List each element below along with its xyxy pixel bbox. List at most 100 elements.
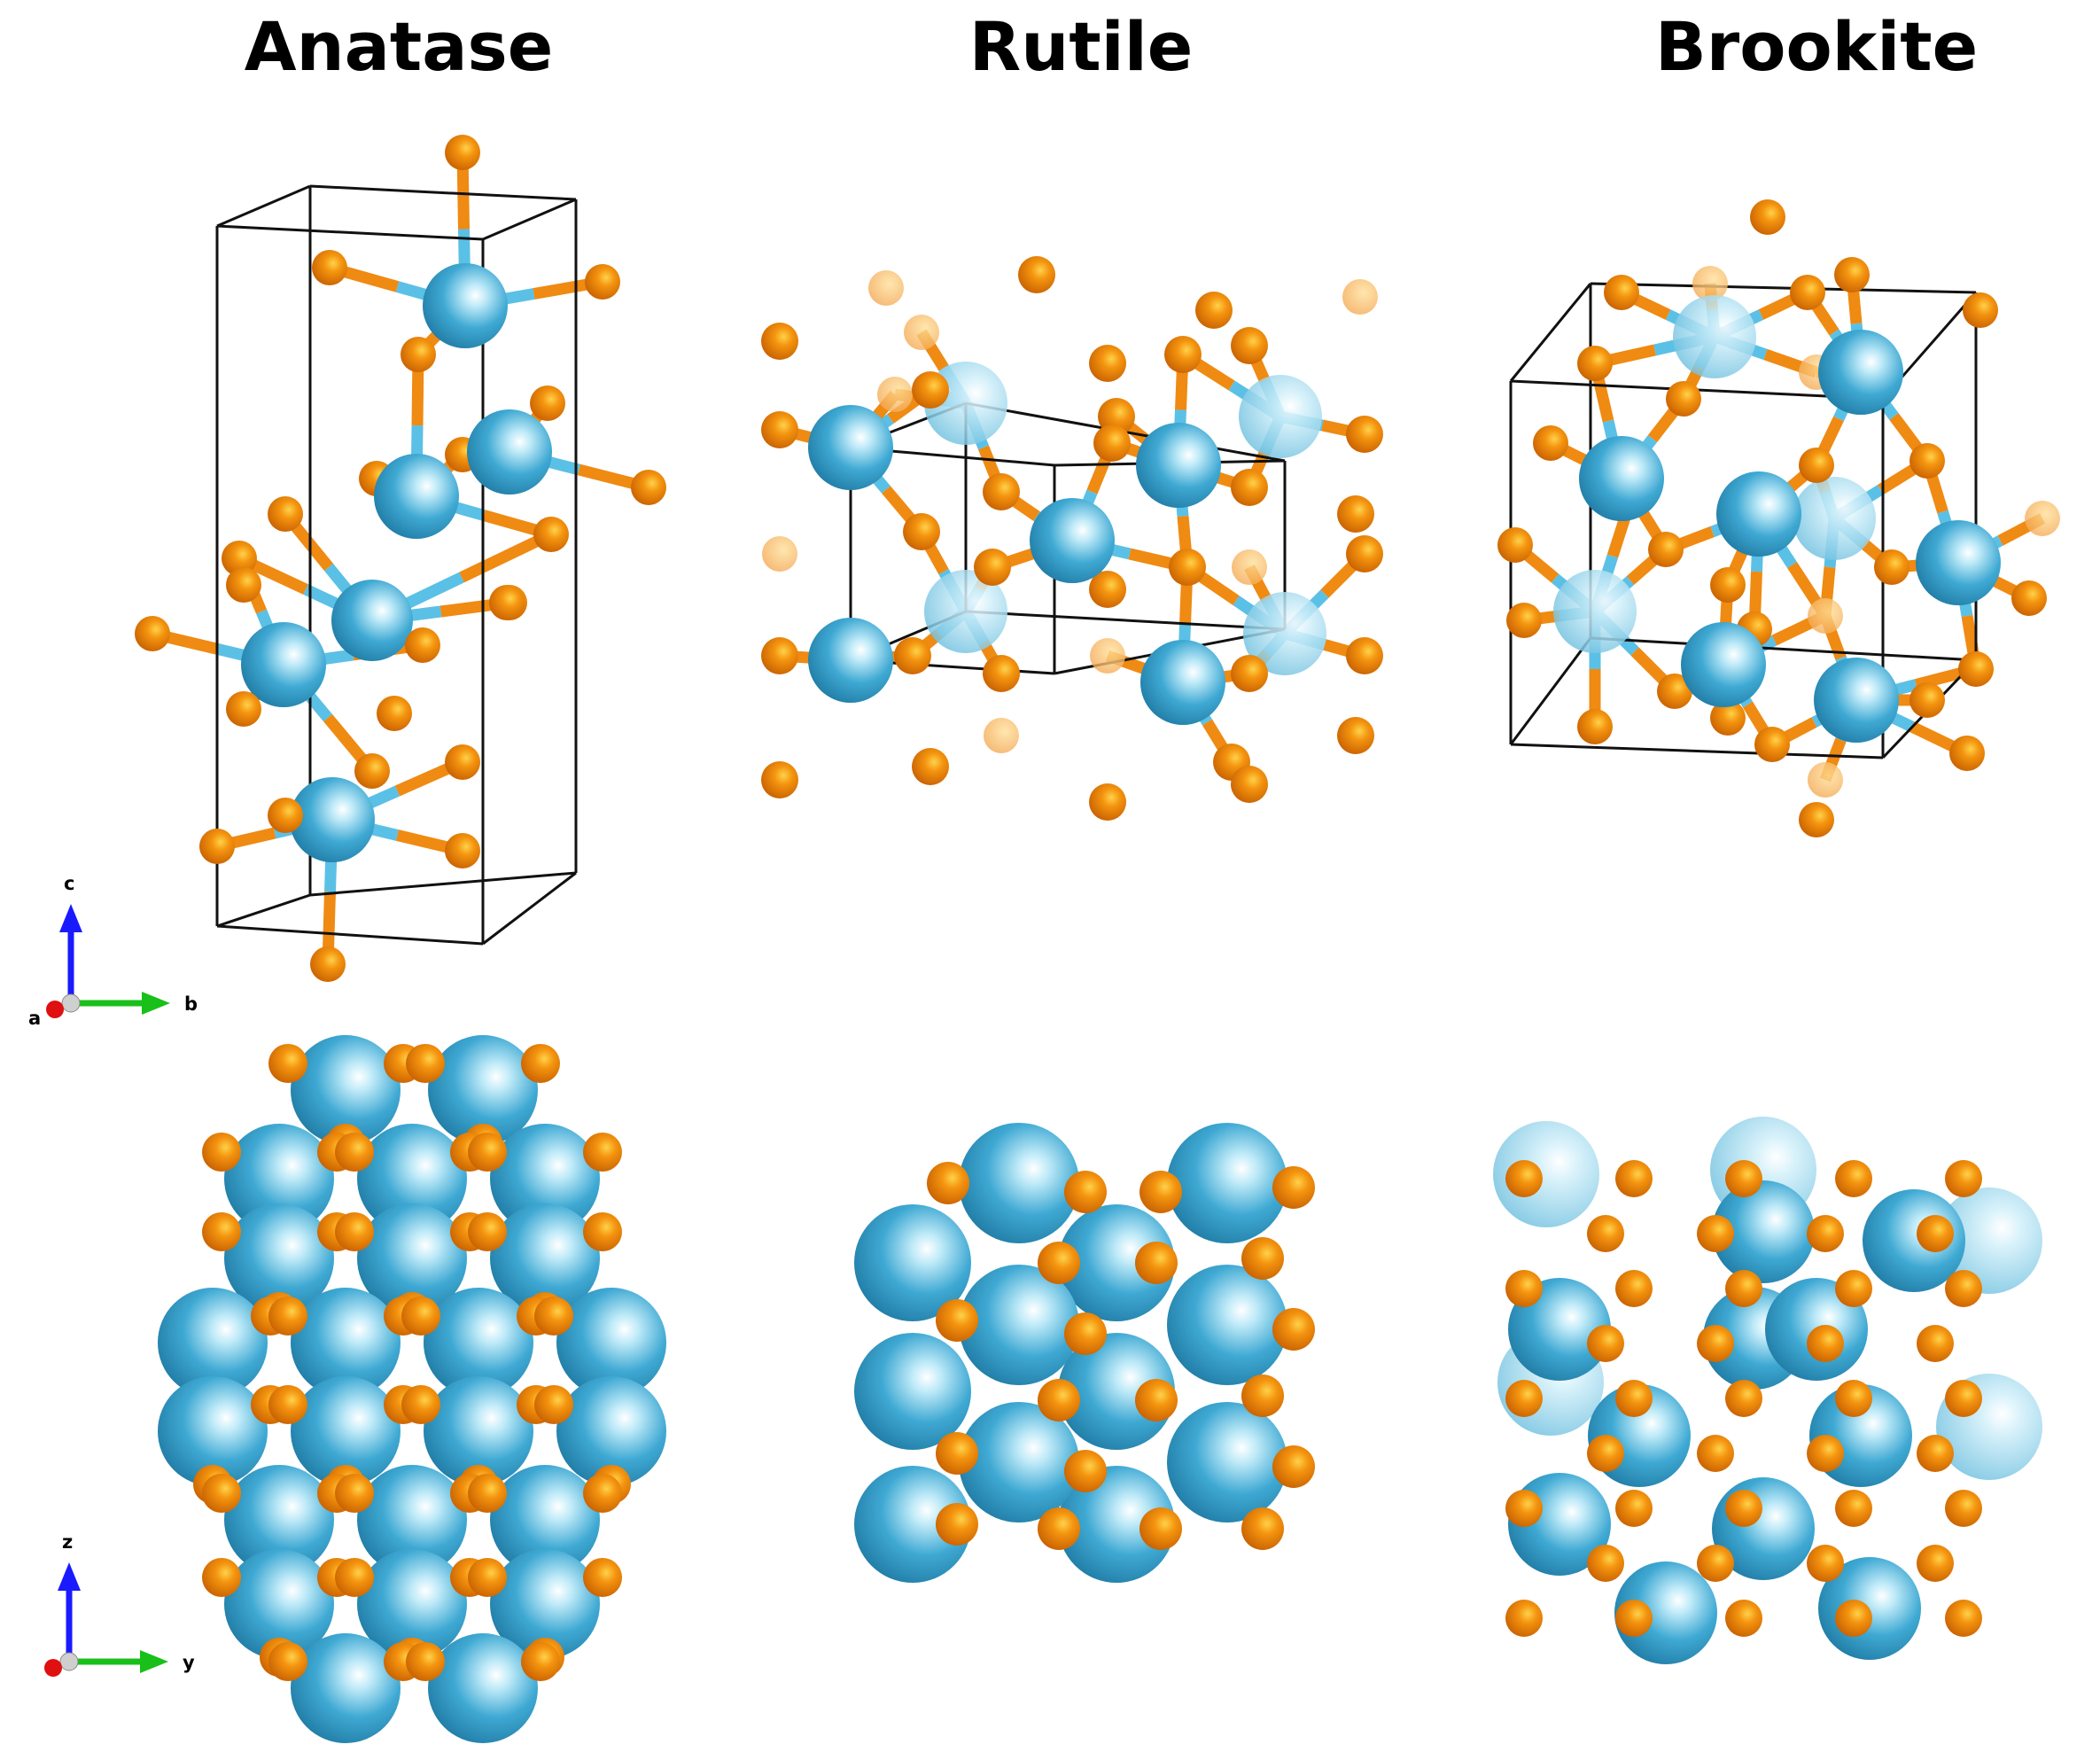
titanium-atom [357,1124,467,1234]
oxygen-atom [983,655,1020,692]
oxygen-atom [927,1162,969,1204]
oxygen-atom [1754,727,1790,762]
titanium-atom [1863,1189,1965,1292]
titanium-atom [1818,330,1903,415]
oxygen-atom [1139,1507,1182,1550]
oxygen-atom [583,1133,622,1172]
oxygen-atom [904,315,939,350]
oxygen-atom [1692,266,1728,301]
oxygen-atom [936,1432,978,1475]
oxygen-atom [468,1558,507,1597]
oxygen-atom [1135,1379,1178,1421]
axis-vertical-label: z [62,1531,73,1553]
oxygen-atom [1505,1600,1543,1637]
axis-horizontal-label: y [183,1652,195,1673]
oxygen-atom [1346,416,1383,453]
oxygen-atom [761,411,798,448]
oxygen-atom [1917,1435,1954,1472]
oxygen-atom [1587,1215,1624,1252]
oxygen-atom [268,798,303,833]
titanium-atom [1579,436,1664,521]
oxygen-atom [1089,345,1126,382]
titanium-atom [1140,640,1225,725]
titanium-atom [331,580,413,661]
titanium-atom [854,1466,971,1583]
oxygen-atom [1231,655,1268,692]
oxygen-atom [1346,535,1383,572]
titanium-atom [1673,295,1756,378]
titanium-atom [1493,1121,1599,1227]
oxygen-atom [1064,1450,1107,1492]
oxygen-atom [1604,275,1639,310]
titanium-atom [1712,1180,1815,1283]
titanium-atom [556,1288,666,1398]
oxygen-atom [1497,527,1533,563]
titanium-atom [241,622,326,707]
oxygen-atom [1697,1215,1734,1252]
oxygen-atom [1949,736,1985,771]
axis-horizontal-head [142,992,170,1015]
titanium-atom [224,1465,334,1575]
oxygen-atom [445,833,480,868]
oxygen-atom [1958,651,1994,687]
oxygen-atom [521,1642,560,1681]
oxygen-atom [335,1133,374,1172]
oxygen-atom [202,1133,241,1172]
oxygen-atom [1615,1380,1653,1417]
oxygen-atom [974,549,1011,586]
oxygen-atom [1064,1312,1107,1355]
unit-cell-edge [216,224,484,241]
axis-origin [59,1652,79,1671]
unit-cell-edge [1590,282,1977,294]
oxygen-atom [1135,1242,1178,1284]
oxygen-atom [335,1212,374,1251]
oxygen-atom [1790,275,1825,310]
unit-cell-edge [1509,283,1592,382]
titanium-atom [854,1333,971,1450]
oxygen-atom [1710,567,1746,603]
oxygen-atom [1909,443,1945,479]
oxygen-atom [521,1044,560,1083]
titanium-atom [291,1035,401,1145]
oxygen-atom [761,323,798,360]
oxygen-atom [445,744,480,780]
titanium-atom [158,1376,268,1486]
titanium-atom [224,1124,334,1234]
oxygen-atom [583,1212,622,1251]
titanium-atom [428,1035,538,1145]
oxygen-atom [1139,1171,1182,1213]
unit-cell-edge [482,198,577,241]
rutile-title: Rutile [968,7,1194,86]
oxygen-atom [1657,674,1692,709]
oxygen-atom [585,264,620,300]
oxygen-atom [1725,1380,1762,1417]
oxygen-atom [1834,257,1870,292]
oxygen-atom [202,1474,241,1513]
oxygen-atom [335,1558,374,1597]
oxygen-atom [1506,603,1542,638]
oxygen-atom [583,1474,622,1513]
oxygen-atom [936,1299,978,1342]
titanium-atom [357,1465,467,1575]
oxygen-atom [312,250,347,285]
unit-cell-edge [1509,637,1592,745]
oxygen-atom [1064,1171,1107,1213]
oxygen-atom [1038,1507,1080,1550]
titanium-atom [224,1203,334,1313]
oxygen-atom [1505,1490,1543,1527]
oxygen-atom [1945,1160,1982,1197]
oxygen-atom [761,761,798,798]
titanium-atom [1058,1204,1175,1321]
oxygen-atom [202,1558,241,1597]
axis-vertical-head [58,1562,81,1591]
oxygen-atom [530,385,565,421]
oxygen-atom [1587,1325,1624,1362]
axis-vertical-head [59,904,82,932]
oxygen-atom [1337,717,1374,754]
oxygen-atom [1666,381,1701,417]
oxygen-atom [202,1212,241,1251]
oxygen-atom [583,1558,622,1597]
axis-triad: zy [44,1531,195,1677]
oxygen-atom [1945,1600,1982,1637]
